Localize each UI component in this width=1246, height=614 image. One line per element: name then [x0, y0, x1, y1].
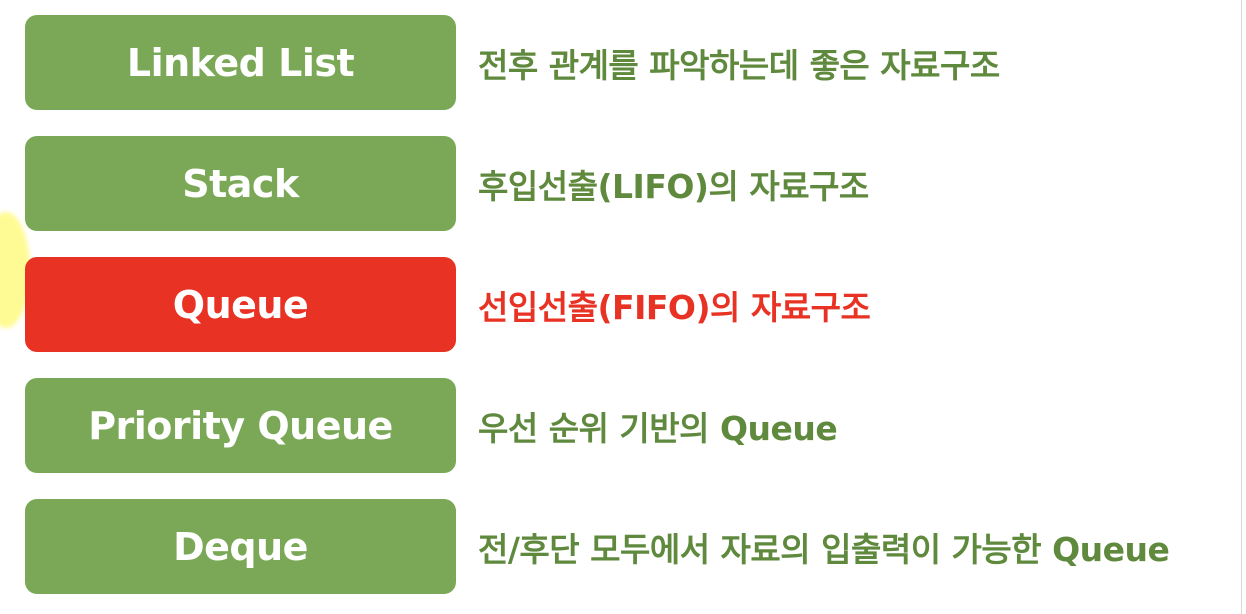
slide-edge-divider [1241, 0, 1242, 614]
description-stack: 후입선출(LIFO)의 자료구조 [478, 166, 869, 206]
term-box-deque: Deque [25, 499, 456, 594]
row-priority-queue: Priority Queue 우선 순위 기반의 Queue [25, 378, 1245, 473]
term-box-stack: Stack [25, 136, 456, 231]
term-box-priority-queue: Priority Queue [25, 378, 456, 473]
term-box-queue: Queue [25, 257, 456, 352]
description-deque: 전/후단 모두에서 자료의 입출력이 가능한 Queue [478, 529, 1170, 569]
row-deque: Deque 전/후단 모두에서 자료의 입출력이 가능한 Queue [25, 499, 1245, 594]
description-queue: 선입선출(FIFO)의 자료구조 [478, 287, 871, 327]
term-box-linked-list: Linked List [25, 15, 456, 110]
row-linked-list: Linked List 전후 관계를 파악하는데 좋은 자료구조 [25, 15, 1245, 110]
row-stack: Stack 후입선출(LIFO)의 자료구조 [25, 136, 1245, 231]
row-queue: Queue 선입선출(FIFO)의 자료구조 [25, 257, 1245, 352]
description-linked-list: 전후 관계를 파악하는데 좋은 자료구조 [478, 45, 1000, 85]
description-priority-queue: 우선 순위 기반의 Queue [478, 408, 838, 448]
